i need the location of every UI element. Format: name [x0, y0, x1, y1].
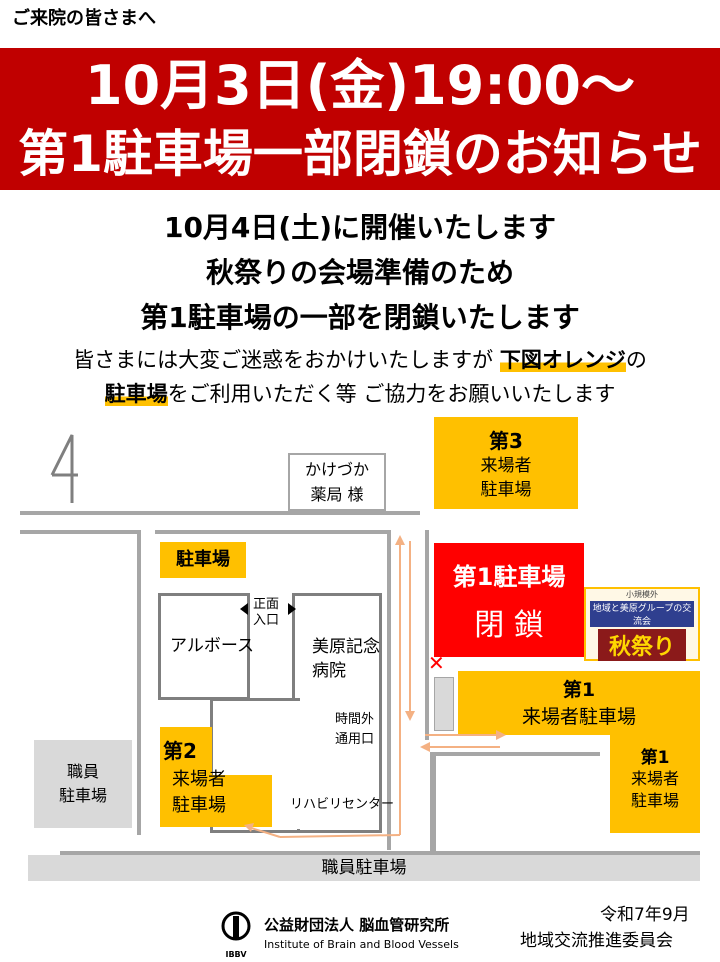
poster-top-text: 小規模外 [626, 590, 658, 599]
headline-line3: 第1駐車場の一部を閉鎖いたします [140, 301, 580, 334]
greeting-text: ご来院の皆さまへ [12, 8, 156, 29]
road-bottom [60, 851, 700, 855]
lot1b-box: 第1 来場者 駐車場 [610, 735, 700, 833]
entrance-arrow-icon [240, 603, 296, 615]
poster-subtitle: 地域と美原グループの交流会 [590, 601, 694, 627]
arbos-building [158, 593, 250, 700]
festival-poster: 小規模外 地域と美原グループの交流会 秋祭り [584, 587, 700, 661]
notice-banner: 10月3日(金)19:00～ 第1駐車場一部閉鎖のお知らせ [0, 48, 720, 190]
staff-lot-bottom: 職員駐車場 [28, 855, 700, 881]
site-map: かけづか 薬局 様 第3 来場者 駐車場 駐車場 アルボース 美原記念 病院 時… [0, 415, 720, 895]
road-segment [155, 530, 390, 534]
lot2-number: 第2 [163, 739, 197, 763]
hospital-label: 美原記念 病院 [312, 637, 380, 681]
road-mid [387, 530, 391, 850]
headline-line1: 10月4日(土)に開催いたします [163, 211, 557, 244]
lot1a-number: 第1 [562, 679, 596, 701]
headline-line2: 秋祭りの会場準備のため [205, 256, 514, 289]
road-segment [430, 752, 600, 756]
note-text: をご利用いただく等 ご協力をお願いいたします [167, 382, 616, 406]
blocked-spot [434, 677, 454, 731]
rehab-label: リハビリセンター [290, 797, 395, 812]
banner-title: 第1駐車場一部閉鎖のお知らせ [18, 125, 702, 183]
road-right [425, 530, 429, 740]
poster-title: 秋祭り [598, 629, 686, 661]
pharmacy-label: かけづか 薬局 様 [288, 453, 386, 511]
lot1a-label: 来場者駐車場 [521, 706, 636, 728]
logo-text: IBBV [225, 950, 247, 959]
road-segment [430, 752, 436, 852]
note-text: の [625, 348, 647, 372]
after-hours-label: 時間外 通用口 [335, 712, 375, 747]
lot1b-number: 第1 [640, 748, 670, 768]
arbos-label: アルボース [170, 636, 254, 656]
org-name-ja: 公益財団法人 脳血管研究所 [264, 916, 450, 934]
ibbv-logo: IBBV [218, 910, 254, 959]
road-top [20, 511, 420, 515]
lot1-closed-status: 閉 鎖 [474, 608, 544, 643]
note-text: 皆さまには大変ご迷惑をおかけいたしますが [73, 348, 494, 372]
closed-x-icon: ✕ [428, 651, 445, 675]
main-entrance-label: 正面 入口 [253, 597, 280, 628]
traffic-arrows [244, 535, 506, 838]
lot1-closed-title: 第1駐車場 [452, 563, 566, 591]
small-parking-label: 駐車場 [160, 542, 246, 578]
lot3-box: 第3 来場者 駐車場 [434, 417, 578, 509]
north-arrow-icon [50, 434, 78, 503]
note-highlight-orange: 下図オレンジ [499, 348, 626, 372]
lot3-number: 第3 [489, 429, 523, 453]
committee-name: 地域交流推進委員会 [520, 931, 673, 951]
issue-date: 令和7年9月 [600, 905, 690, 925]
lot3-label: 来場者 駐車場 [480, 456, 532, 500]
lot1b-label: 来場者 駐車場 [630, 769, 679, 810]
banner-datetime: 10月3日(金)19:00～ [85, 54, 635, 117]
road-left [137, 530, 141, 835]
note-line2: 駐車場をご利用いただく等 ご協力をお願いいたします [0, 378, 720, 408]
ibbv-logo-icon [221, 911, 251, 941]
staff-lot-box: 職員 駐車場 [34, 740, 132, 828]
road-segment [20, 530, 140, 534]
lot1a-box: 第1 来場者駐車場 [458, 671, 700, 735]
note-highlight-parking: 駐車場 [104, 382, 168, 406]
org-name-en: Institute of Brain and Blood Vessels [264, 938, 459, 951]
lot2-label: 来場者 駐車場 [172, 769, 226, 816]
lot1-closed-box: 第1駐車場 閉 鎖 [434, 543, 584, 657]
note-line1: 皆さまには大変ご迷惑をおかけいたしますが 下図オレンジの [0, 344, 720, 374]
